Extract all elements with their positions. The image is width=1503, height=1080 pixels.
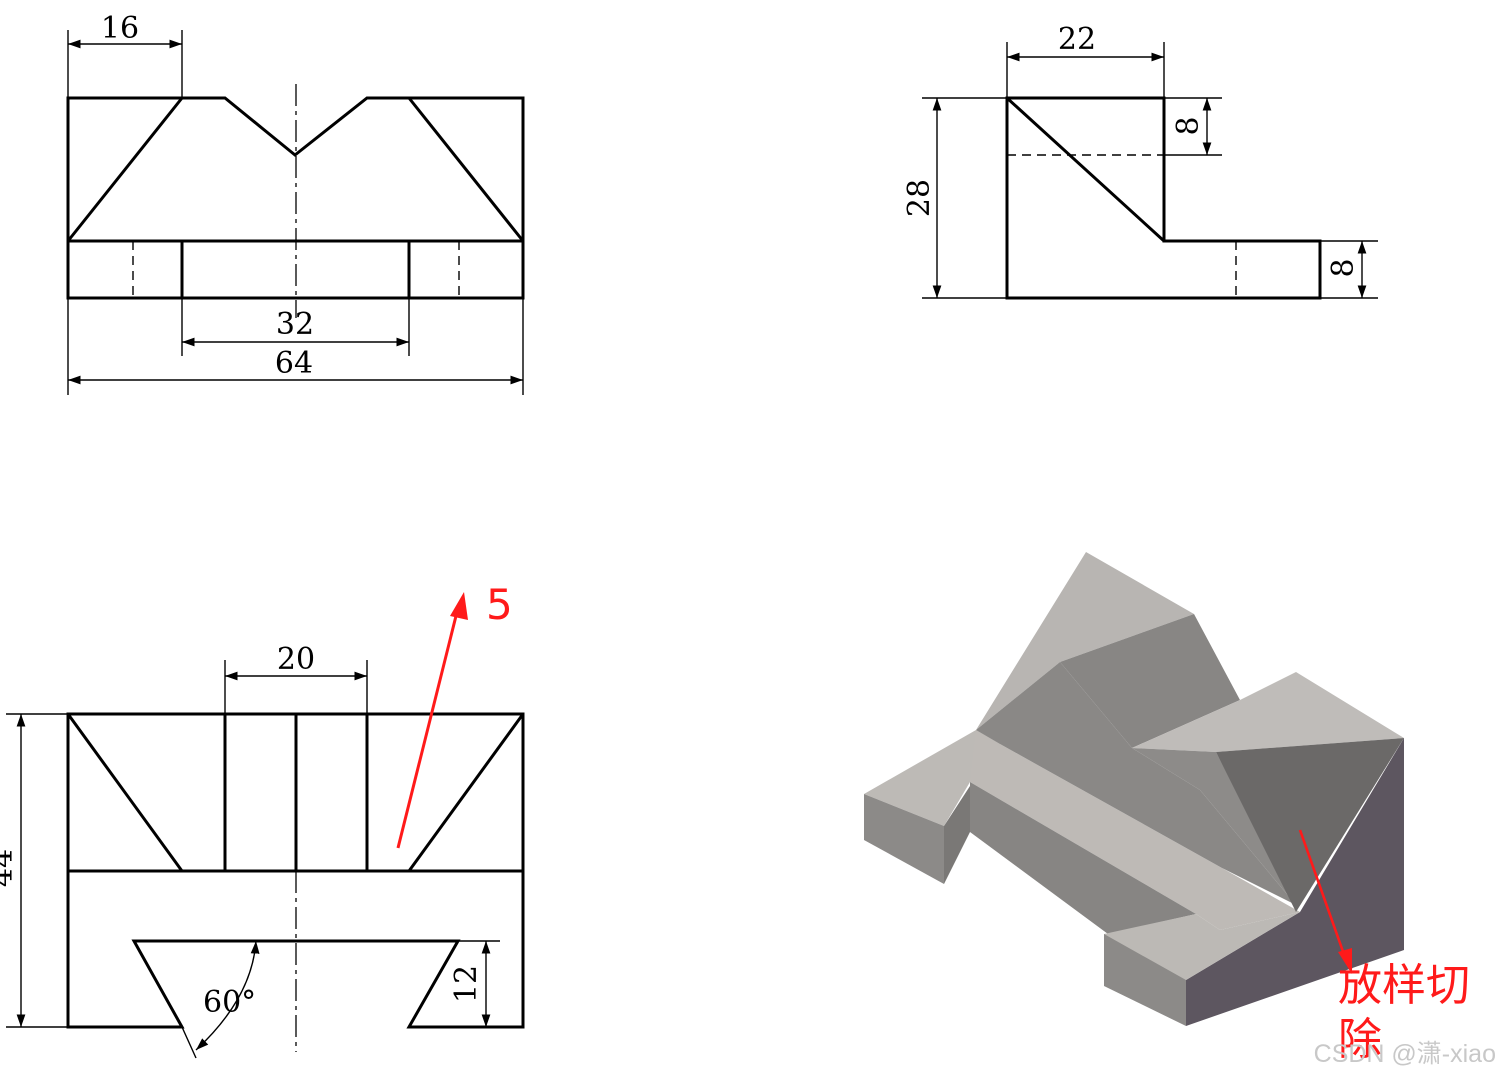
side-view-outline: [1005, 96, 1322, 300]
groove-inner-wall: [970, 782, 1196, 934]
dimension-22: 22: [1058, 22, 1096, 57]
front-view: 16 32 64: [66, 11, 525, 395]
annotation-5: 5: [396, 580, 513, 849]
ridge-left-front-face: [976, 662, 1296, 905]
left-block-side-face: [944, 786, 970, 884]
dimension-44: 44: [0, 849, 20, 887]
loft-cut-face: [1216, 738, 1404, 912]
dimension-28: 28: [902, 179, 937, 217]
left-block-top-face: [864, 730, 1000, 826]
ridge-left-face: [976, 552, 1194, 730]
top-view: 20 44 12 60°: [0, 642, 525, 1059]
arrow-head-icon: [450, 592, 468, 620]
dimension-12: 12: [449, 965, 484, 1003]
left-block-front-face: [864, 794, 944, 884]
dimension-16: 16: [101, 11, 139, 46]
annotation-loft-cut: 放样切 除: [1298, 829, 1470, 1065]
right-block-front-face: [1104, 934, 1186, 1026]
loft-cut-label-line1: 放样切: [1338, 960, 1470, 1011]
dimension-8-lower: 8: [1326, 258, 1361, 277]
loft-cut-label-line2: 除: [1338, 1014, 1382, 1065]
front-view-outline: [66, 96, 525, 300]
ridge-right-face: [1060, 614, 1240, 748]
ridge-second-top: [1132, 672, 1404, 752]
dimension-angle-60: 60°: [203, 985, 256, 1020]
annotation-label-5: 5: [486, 580, 513, 629]
watermark: CSDN @潇-xiao: [1314, 1040, 1496, 1068]
dimension-8-upper: 8: [1171, 116, 1206, 135]
ridge-second-face: [1132, 748, 1296, 905]
dimension-32: 32: [276, 307, 314, 342]
arrow-head-icon: [1338, 948, 1352, 974]
groove-floor: [970, 730, 1300, 930]
dimension-20: 20: [277, 642, 315, 677]
side-view: 22 28 8 8: [902, 22, 1378, 300]
dimension-64: 64: [275, 346, 313, 381]
isometric-model: [864, 552, 1404, 1026]
